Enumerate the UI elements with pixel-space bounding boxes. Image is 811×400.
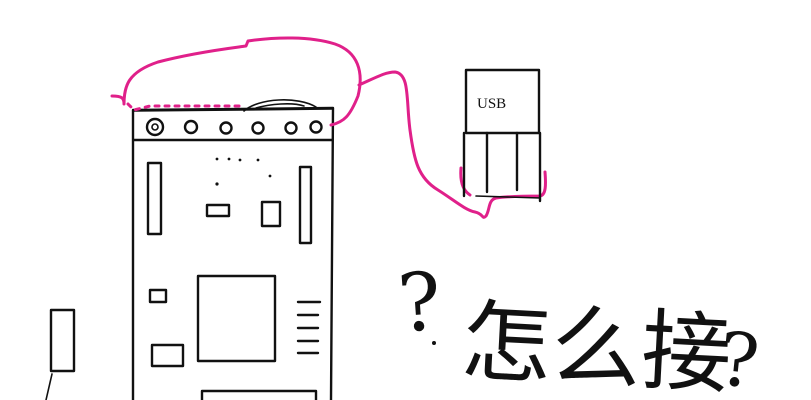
- circuit-board: [131, 99, 335, 400]
- terminal-screw-4: [251, 121, 265, 135]
- small-module-lead: [45, 373, 53, 400]
- terminal-screw-6: [309, 120, 323, 134]
- pink-wire-board-edge: [126, 102, 242, 112]
- black-wire-arc-tail: [255, 103, 305, 109]
- capacitor-block: [260, 200, 282, 228]
- main-chip: [196, 274, 277, 363]
- pink-wire: [110, 36, 547, 219]
- question-mark-open: ?: [395, 255, 444, 351]
- pin-dots: [215, 157, 272, 186]
- small-led: [148, 288, 168, 304]
- small-component: [205, 203, 231, 218]
- question-mark-close: ?: [714, 316, 762, 400]
- right-slot: [298, 165, 313, 245]
- terminal-screw-5: [284, 121, 298, 135]
- terminal-screws: [145, 117, 323, 137]
- left-slot: [146, 161, 163, 236]
- usb-bottom-edge: [475, 195, 541, 199]
- bottom-connector: [200, 389, 318, 400]
- terminal-screw-3: [219, 121, 233, 135]
- black-wire-arc: [243, 99, 317, 112]
- terminal-screw-1-center: [151, 123, 159, 131]
- terminal-strip-top: [133, 108, 334, 112]
- question-text: 怎么接: [459, 289, 734, 400]
- usb-connector: USB: [462, 68, 542, 203]
- small-module-body: [49, 308, 76, 373]
- reset-button-block: [150, 343, 185, 368]
- usb-plug-body: [464, 68, 541, 135]
- handwritten-question: ? 怎么接 ?: [395, 255, 763, 400]
- board-outline: [131, 106, 335, 400]
- pin-header-stripes: [296, 300, 322, 355]
- question-dot-stray: [432, 341, 436, 345]
- usb-label: USB: [477, 96, 506, 112]
- terminal-screw-2: [183, 119, 199, 135]
- terminal-screw-1: [145, 117, 165, 137]
- small-module: [45, 308, 76, 400]
